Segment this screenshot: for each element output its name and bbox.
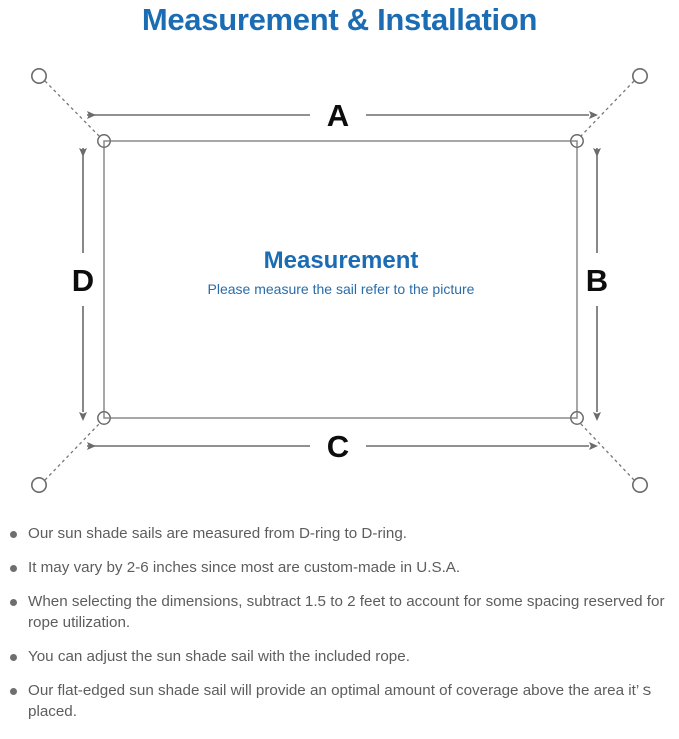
note-text: It may vary by 2-6 inches since most are… [28, 558, 461, 576]
anchor-point-top-right [631, 67, 648, 84]
dimension-a: A [87, 98, 598, 133]
diagram-center-title: Measurement [264, 247, 419, 274]
dimension-d-label: D [72, 263, 94, 298]
dimension-b: B [586, 148, 608, 421]
diagram-center-subtitle: Please measure the sail refer to the pic… [208, 281, 475, 297]
list-item: It may vary by 2-6 inches since most are… [0, 558, 679, 579]
note-text: Our flat-edged sun shade sail will provi… [28, 681, 655, 720]
rope-lines [44, 80, 635, 481]
list-item: Our sun shade sails are measured from D-… [0, 524, 679, 545]
note-text: You can adjust the sun shade sail with t… [28, 647, 410, 665]
bullet-icon [10, 687, 17, 695]
sail-corner-overlays [103, 140, 578, 419]
dimension-d: D [72, 148, 94, 421]
dimension-c: C [87, 429, 598, 464]
notes-list: Our sun shade sails are measured from D-… [0, 524, 679, 736]
page-title: Measurement & Installation [141, 2, 538, 37]
dimension-c-label: C [327, 429, 349, 464]
anchor-points [30, 67, 648, 493]
measurement-diagram: A C D B Measurement Please measure the s… [0, 48, 679, 518]
bullet-icon [10, 531, 17, 538]
note-text: When selecting the dimensions, subtract … [28, 592, 665, 631]
rope-line-bottom-left [44, 422, 101, 481]
bullet-icon [10, 564, 17, 572]
dimension-b-label: B [586, 263, 608, 298]
rope-line-bottom-right [579, 422, 635, 481]
anchor-point-top-left [30, 67, 47, 84]
anchor-point-bottom-left [30, 476, 47, 493]
shade-sail-rectangle [103, 140, 578, 419]
bullet-icon [10, 653, 17, 661]
rope-line-top-left [44, 80, 101, 138]
dimension-a-label: A [327, 98, 349, 133]
rope-line-top-right [579, 80, 635, 138]
note-text: Our sun shade sails are measured from D-… [28, 525, 407, 542]
list-item: You can adjust the sun shade sail with t… [0, 647, 679, 668]
anchor-point-bottom-right [631, 476, 648, 493]
bullet-icon [10, 598, 17, 606]
list-item: Our flat-edged sun shade sail will provi… [0, 681, 679, 723]
list-item: When selecting the dimensions, subtract … [0, 592, 679, 634]
